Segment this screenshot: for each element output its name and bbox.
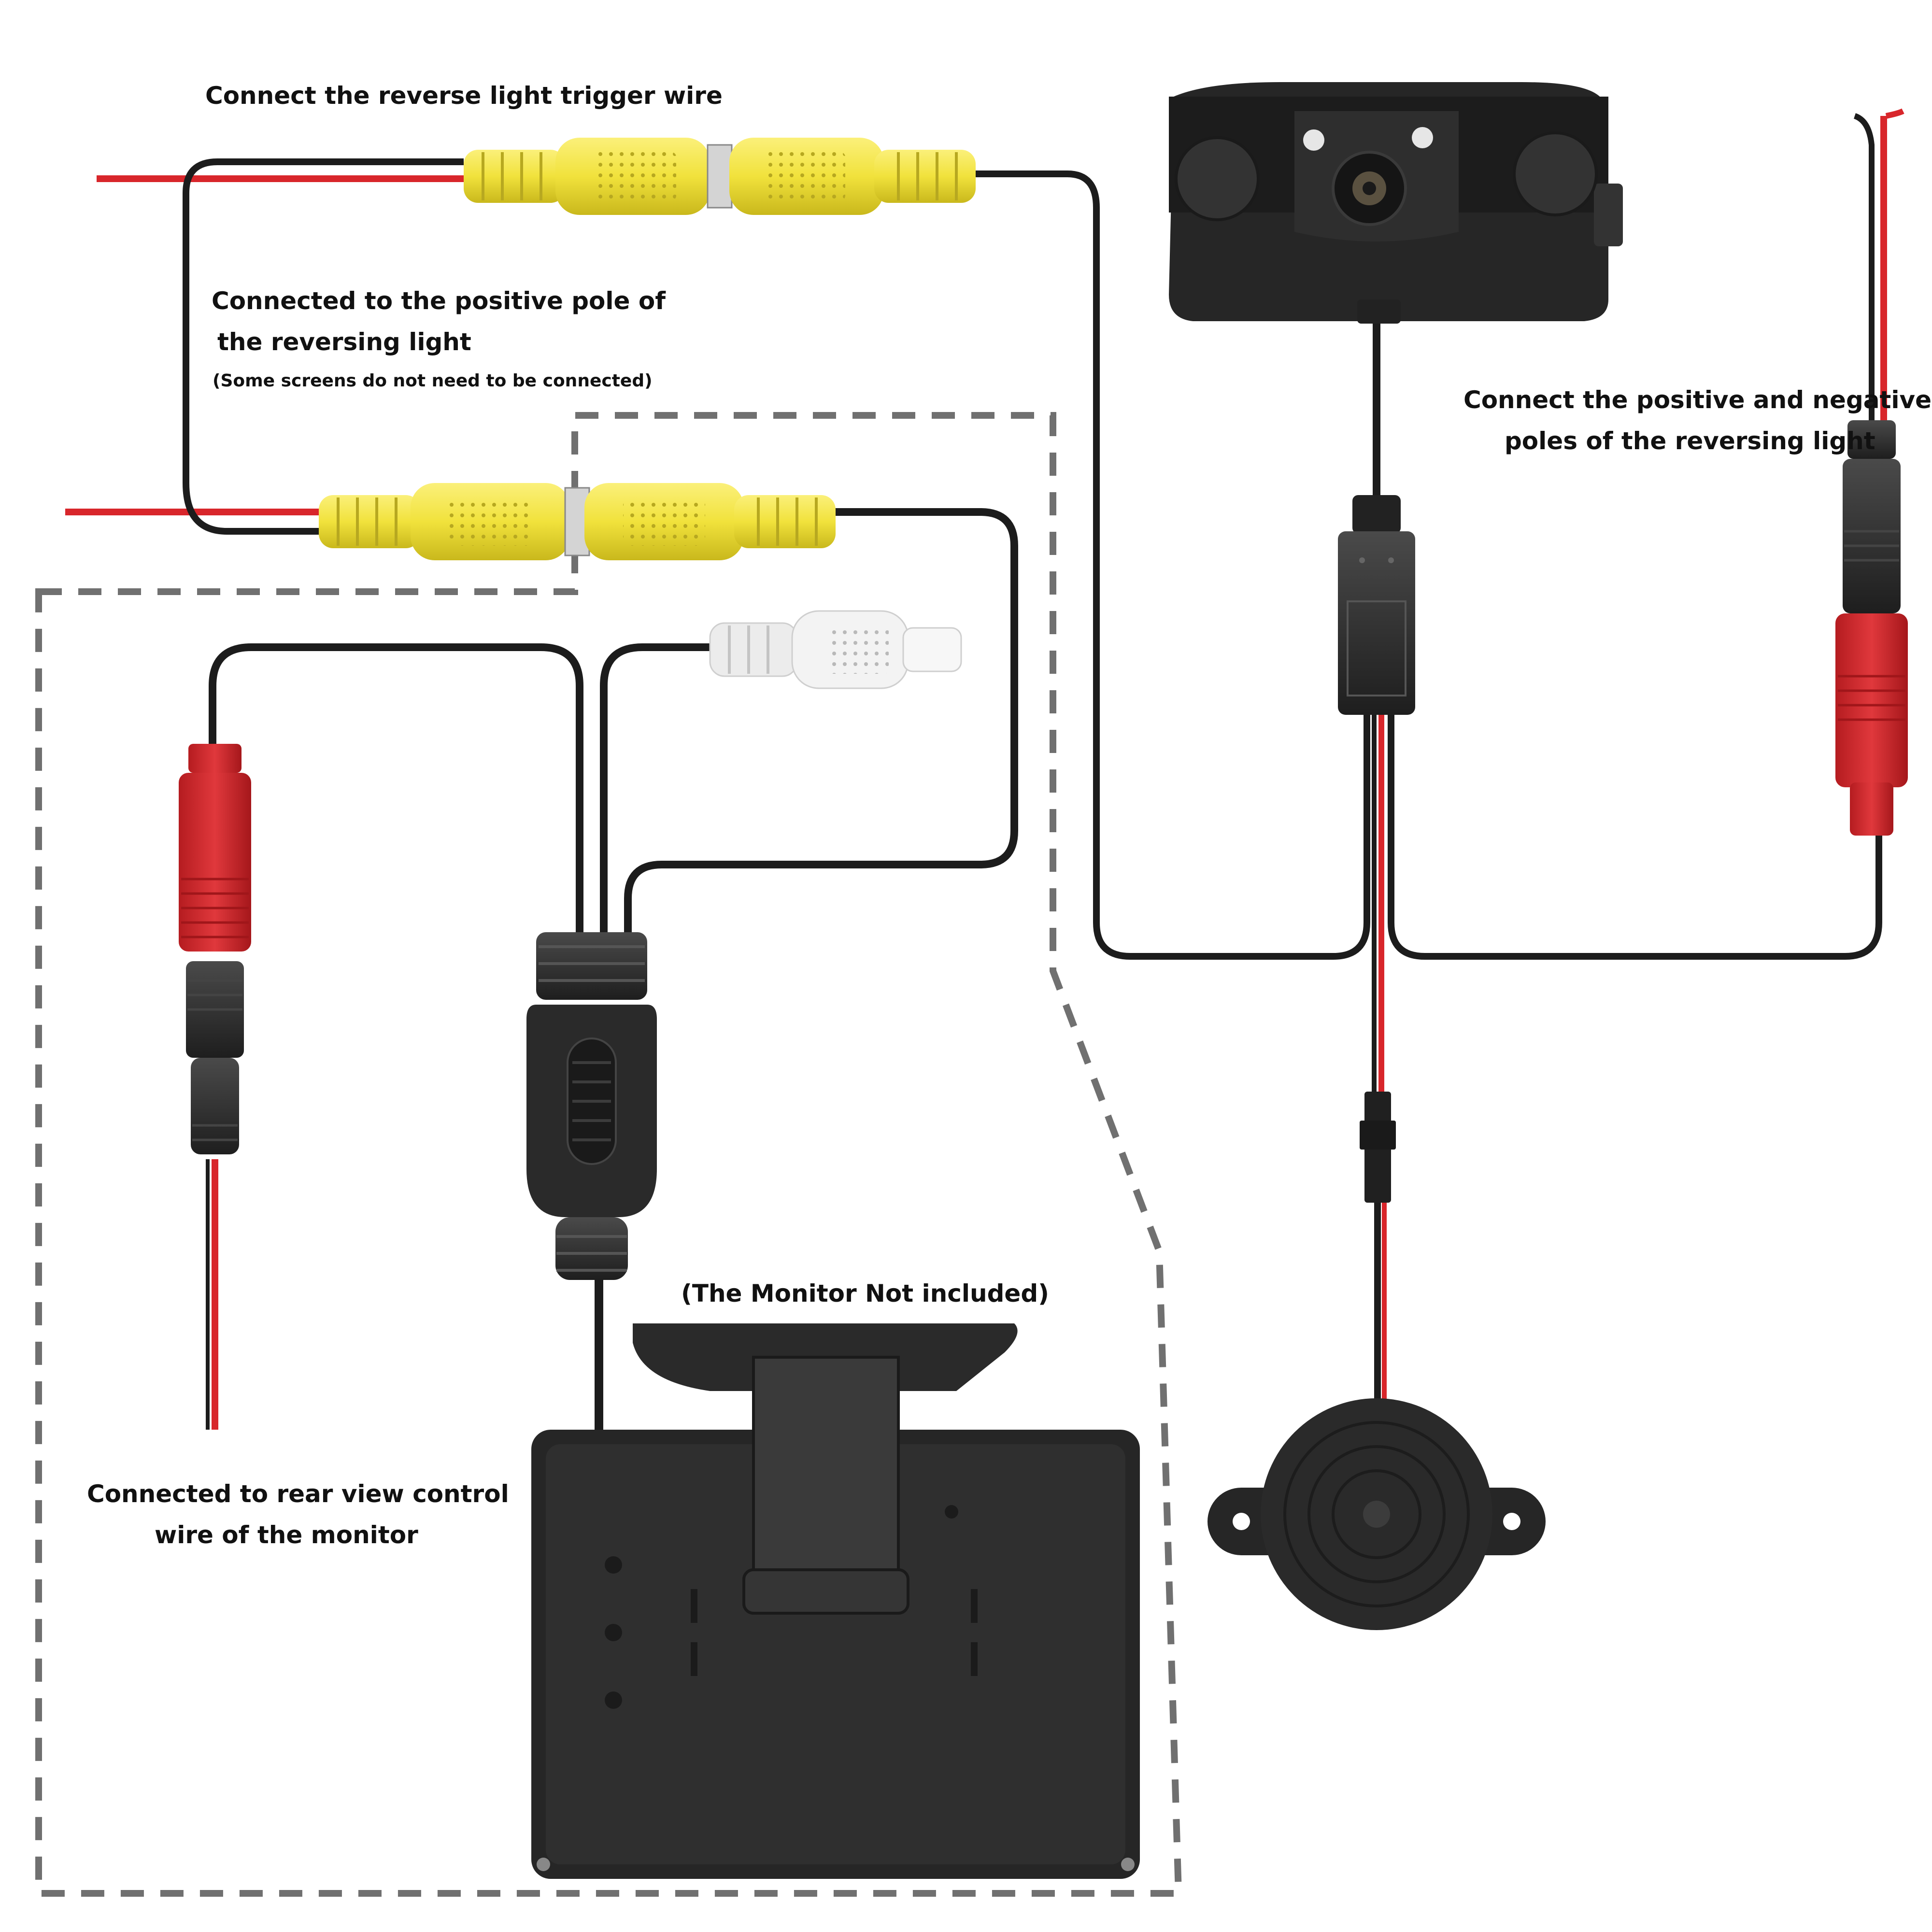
label-pos-neg-line1: Connect the positive and negative — [1463, 386, 1932, 414]
right-power-wire — [1388, 715, 1882, 960]
right-red-top-tip — [1885, 108, 1904, 119]
reversing-camera — [1169, 82, 1623, 324]
splitter-branch-right — [624, 508, 1018, 937]
camera-connector — [1338, 495, 1415, 715]
rca-coupler-second — [319, 483, 836, 560]
label-monitor-note: (The Monitor Not included) — [681, 1279, 1049, 1307]
label-positive-pole-line1: Connected to the positive pole of — [212, 287, 666, 315]
label-rear-view-line2: wire of the monitor — [155, 1521, 418, 1549]
label-positive-pole-note: (Some screens do not need to be connecte… — [213, 371, 653, 391]
label-pos-neg-line2: poles of the reversing light — [1505, 427, 1875, 455]
rca-coupler-top — [464, 138, 976, 215]
dc-plug-left — [179, 744, 251, 1154]
splitter-branch-left — [209, 643, 583, 937]
buzzer-speaker — [1208, 1398, 1546, 1630]
buzzer-connector — [1360, 1092, 1396, 1203]
right-black-top — [1853, 113, 1875, 425]
dc-plug-right — [1835, 420, 1908, 836]
splitter-box — [526, 932, 657, 1280]
monitor — [531, 1323, 1140, 1879]
black-loop-wire — [183, 158, 464, 535]
rca-white-plug — [709, 610, 962, 689]
trigger-black-wire — [971, 170, 1370, 960]
label-positive-pole-line2: the reversing light — [217, 328, 471, 356]
label-rear-view-line1: Connected to rear view control — [87, 1480, 509, 1508]
label-trigger-wire: Connect the reverse light trigger wire — [205, 82, 723, 110]
splitter-branch-mid — [600, 643, 715, 937]
